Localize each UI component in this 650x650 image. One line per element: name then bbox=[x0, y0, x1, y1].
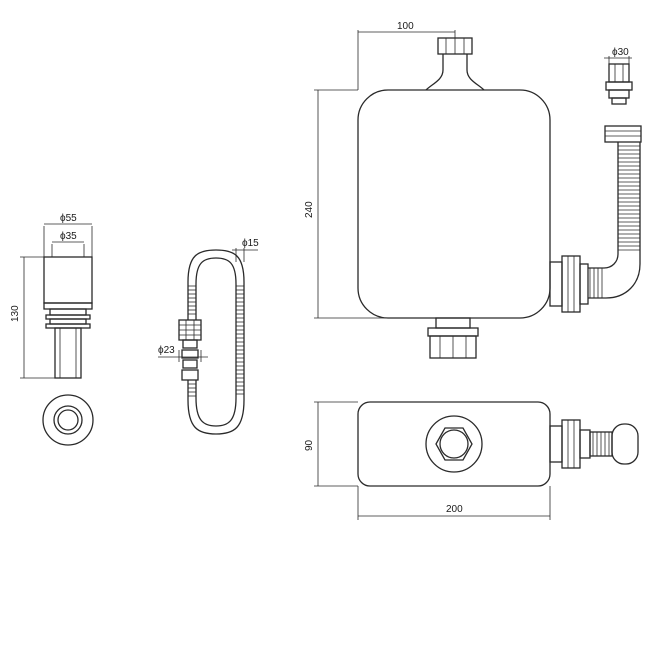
tank-top-view bbox=[357, 401, 639, 487]
tank-front-view bbox=[357, 37, 642, 359]
hose-dimensions: ϕ15 ϕ23 bbox=[158, 238, 259, 362]
flexible-hose bbox=[178, 249, 245, 435]
tank-width-label: 100 bbox=[397, 21, 414, 32]
fitting-inner-diameter-label: ϕ35 bbox=[60, 231, 77, 242]
hose-diameter-label: ϕ15 bbox=[242, 238, 259, 249]
fitting-dimensions: ϕ55 ϕ35 130 bbox=[10, 213, 93, 379]
outlet-diameter-label: ϕ30 bbox=[612, 47, 629, 58]
hose-nut-diameter-label: ϕ23 bbox=[158, 345, 175, 356]
tank-height-label: 240 bbox=[304, 201, 315, 218]
hose-corrugation bbox=[188, 285, 244, 397]
tank-front-dimensions: 100 240 ϕ30 bbox=[304, 21, 632, 319]
fitting-end-view bbox=[42, 394, 94, 446]
fitting-outer-diameter-label: ϕ55 bbox=[60, 213, 77, 224]
tank-top-dimensions: 90 200 bbox=[304, 401, 551, 520]
top-pipe-corrugation bbox=[592, 432, 610, 456]
tank-depth-label: 90 bbox=[304, 439, 315, 451]
fitting-length-label: 130 bbox=[10, 305, 21, 322]
base-length-label: 200 bbox=[446, 504, 463, 515]
pipe-corrugation bbox=[589, 145, 640, 298]
fitting-side-view bbox=[43, 256, 93, 379]
